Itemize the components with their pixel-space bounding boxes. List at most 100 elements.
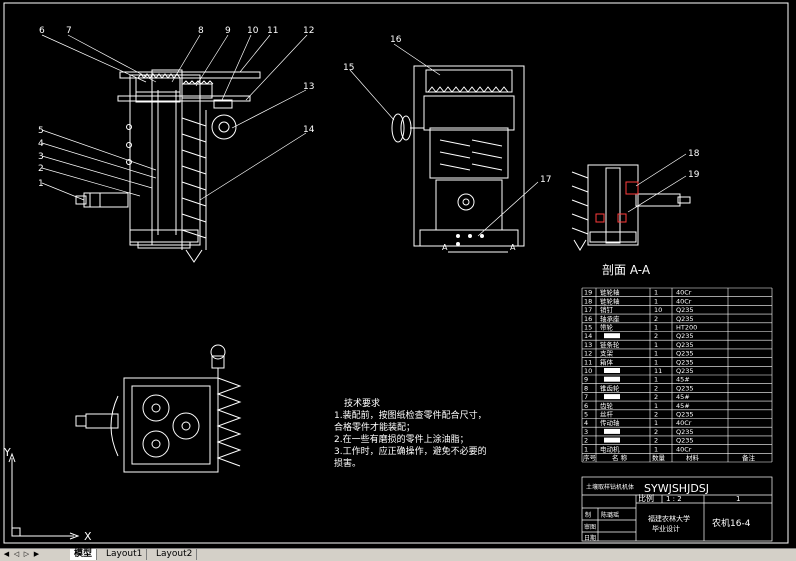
tab-first-icon[interactable]: ◀ [3,550,10,558]
side-view [391,65,525,253]
bom-row-qty: 10 [654,306,662,314]
check-label: 审图 [584,523,596,531]
bom-row-no: 3 [584,428,588,436]
bom-row-no: 14 [584,332,592,340]
tab-model[interactable]: 模型 [70,549,98,560]
callout-15: 15 [343,63,354,73]
section-view [571,164,691,251]
bom-row-name-redacted [604,394,620,400]
tab-layout2[interactable]: Layout2 [152,549,198,560]
bom-row-name: 传动轴 [600,418,620,427]
bom-row-no: 17 [584,306,592,314]
bom-row-qty: 1 [654,324,658,332]
bom-row-no: 7 [584,393,588,401]
notes-line-4: 3.工作时，应正确操作，避免不必要的 [334,445,487,457]
tab-next-icon[interactable]: ▷ [23,550,30,558]
bom-header-qty: 数量 [652,453,666,462]
bom-row-qty: 1 [654,297,658,305]
tab-prev-icon[interactable]: ◁ [13,550,20,558]
bom-row-no: 5 [584,411,588,419]
ucs-labels: Y X [3,446,92,543]
tech-notes: 技术要求 1.装配前，按图纸检查零件配合尺寸， 合格零件才能装配； 2.在一些有… [334,397,487,469]
bom-row-material: Q235 [676,437,694,445]
side-callout-leaders [349,43,539,237]
cad-drawing-canvas[interactable]: 6 7 8 9 10 11 12 13 14 5 4 3 2 1 [0,0,796,548]
bom-row-no: 13 [584,341,592,349]
bom-header-material: 材料 [686,453,700,462]
bom-row-material: 45# [676,402,690,410]
callout-18: 18 [688,149,700,159]
bom-row-qty: 2 [654,428,658,436]
bom-row-no: 6 [584,402,588,410]
bom-row-name-redacted [604,437,620,443]
drawn-label: 制 [585,511,591,519]
bom-row-qty: 1 [654,376,658,384]
bom-row-name: 带轮 [600,323,614,332]
notes-title: 技术要求 [344,397,380,409]
callout-19: 19 [688,170,700,180]
bom-row-material: 40Cr [676,445,692,453]
bom-row-name-redacted [604,428,620,434]
front-callout-leaders [41,34,308,201]
bom-row-material: Q235 [676,350,694,358]
bom-row-material: 45# [676,393,690,401]
sheet-number: 1 [736,495,740,503]
drawing-frame [3,2,789,544]
callout-13: 13 [303,82,314,92]
drawing-name: 农机16-4 [712,517,751,529]
bom-row-no: 9 [584,376,588,384]
bom-header-no: 序号 [583,453,597,462]
bom-row-no: 11 [584,358,592,366]
notes-line-3: 2.在一些有磨损的零件上涂油脂； [334,433,469,445]
callout-11: 11 [267,26,278,36]
date-label: 日期 [584,534,596,542]
ucs-x-label: X [84,530,92,543]
section-labels: 18 19 剖面 A-A [602,149,700,277]
tab-last-icon[interactable]: ▶ [33,550,40,558]
callout-8: 8 [198,26,204,36]
bom-row-no: 2 [584,437,588,445]
front-callouts: 6 7 8 9 10 11 12 13 14 5 4 3 2 1 [38,26,315,189]
callout-7: 7 [66,26,72,36]
callout-9: 9 [225,26,231,36]
bom-row-qty: 2 [654,411,658,419]
bom-row-qty: 1 [654,402,658,410]
tab-layout1[interactable]: Layout1 [102,549,148,560]
bom-row-no: 19 [584,289,592,297]
title-block [581,476,773,542]
drawing-code: SYWJSHJDSJ [644,482,709,495]
bom-row-qty: 2 [654,332,658,340]
section-red-hatch [595,181,639,223]
bom-row-qty: 1 [654,289,658,297]
bom-row-qty: 1 [654,445,658,453]
bom-row-name: 箱体 [600,357,614,366]
bom-row-material: 45# [676,376,690,384]
bom-row-material: Q235 [676,315,694,323]
callout-10: 10 [247,26,259,36]
bom-row-material: Q235 [676,428,694,436]
bom-row-qty: 2 [654,384,658,392]
bom-row-name: 链条轮 [600,340,620,349]
bom-row-name-redacted [604,333,620,339]
callout-4: 4 [38,139,44,149]
bom-row-name: 齿轮 [600,401,614,410]
school-sub: 毕业设计 [652,524,680,533]
bom-row-material: Q235 [676,358,694,366]
bom-row-material: 40Cr [676,419,692,427]
section-mark-right: A [510,243,516,252]
drawn-name: 陈璐瑶 [601,511,619,519]
bom-row-material: Q235 [676,341,694,349]
bom-row-qty: 2 [654,437,658,445]
ucs-y-label: Y [3,446,11,459]
bom-row-material: Q235 [676,384,694,392]
bom-row-qty: 1 [654,358,658,366]
bom-row-name-redacted [604,376,620,382]
callout-14: 14 [303,125,315,135]
bom-row-no: 18 [584,297,592,305]
bom-row-name: 销钉 [600,305,614,314]
bom-row-no: 16 [584,315,592,323]
top-view [75,344,242,473]
school-name: 福建农林大学 [648,514,690,523]
bom-row-qty: 2 [654,315,658,323]
notes-line-2: 合格零件才能装配； [334,421,415,433]
